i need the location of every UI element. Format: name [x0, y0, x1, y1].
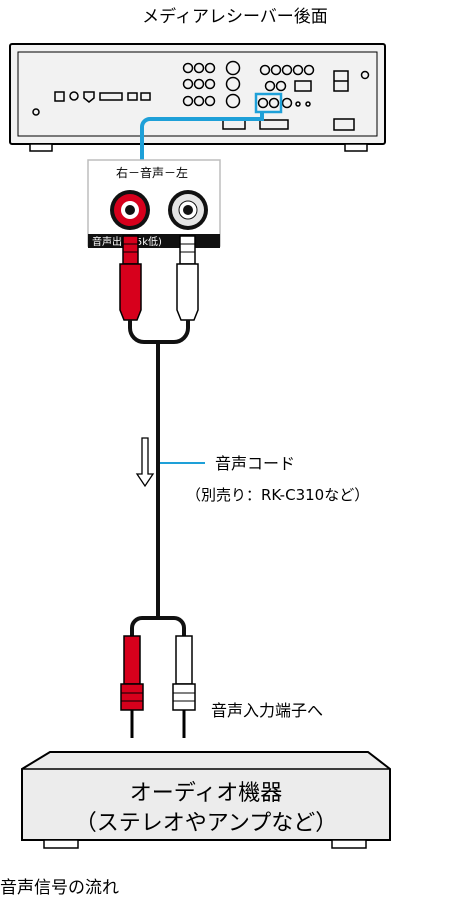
port-icon [83, 91, 95, 103]
upper-plug-white [176, 235, 199, 321]
cable-label: 音声コード [215, 454, 295, 473]
input-terminal-label: 音声入力端子へ [211, 701, 323, 720]
upper-plug-red [119, 235, 142, 321]
legend-label: 音声信号の流れ [0, 878, 119, 898]
audio-jack-panel: 右－音声－左 音声出力(5k低) [87, 159, 221, 248]
media-receiver-rear-panel [9, 43, 386, 152]
jack-top-label: 右－音声－左 [116, 165, 188, 180]
port-icon [54, 91, 65, 102]
port-icon [99, 92, 123, 101]
audio-out-highlight [254, 92, 283, 114]
leader-line [140, 112, 264, 160]
audio-device-box [21, 751, 391, 849]
receiver-title: メディアレシーバー後面 [142, 6, 328, 27]
audio-cable [128, 320, 190, 636]
signal-flow-arrow-icon [135, 437, 155, 488]
device-examples: （ステレオやアンプなど） [75, 811, 337, 836]
cable-note: （別売り：RK-C310など） [186, 486, 369, 504]
device-name: オーディオ機器 [130, 781, 282, 806]
lower-plug-red [120, 635, 144, 738]
port-icon [69, 91, 79, 101]
lower-plug-white [172, 635, 196, 738]
